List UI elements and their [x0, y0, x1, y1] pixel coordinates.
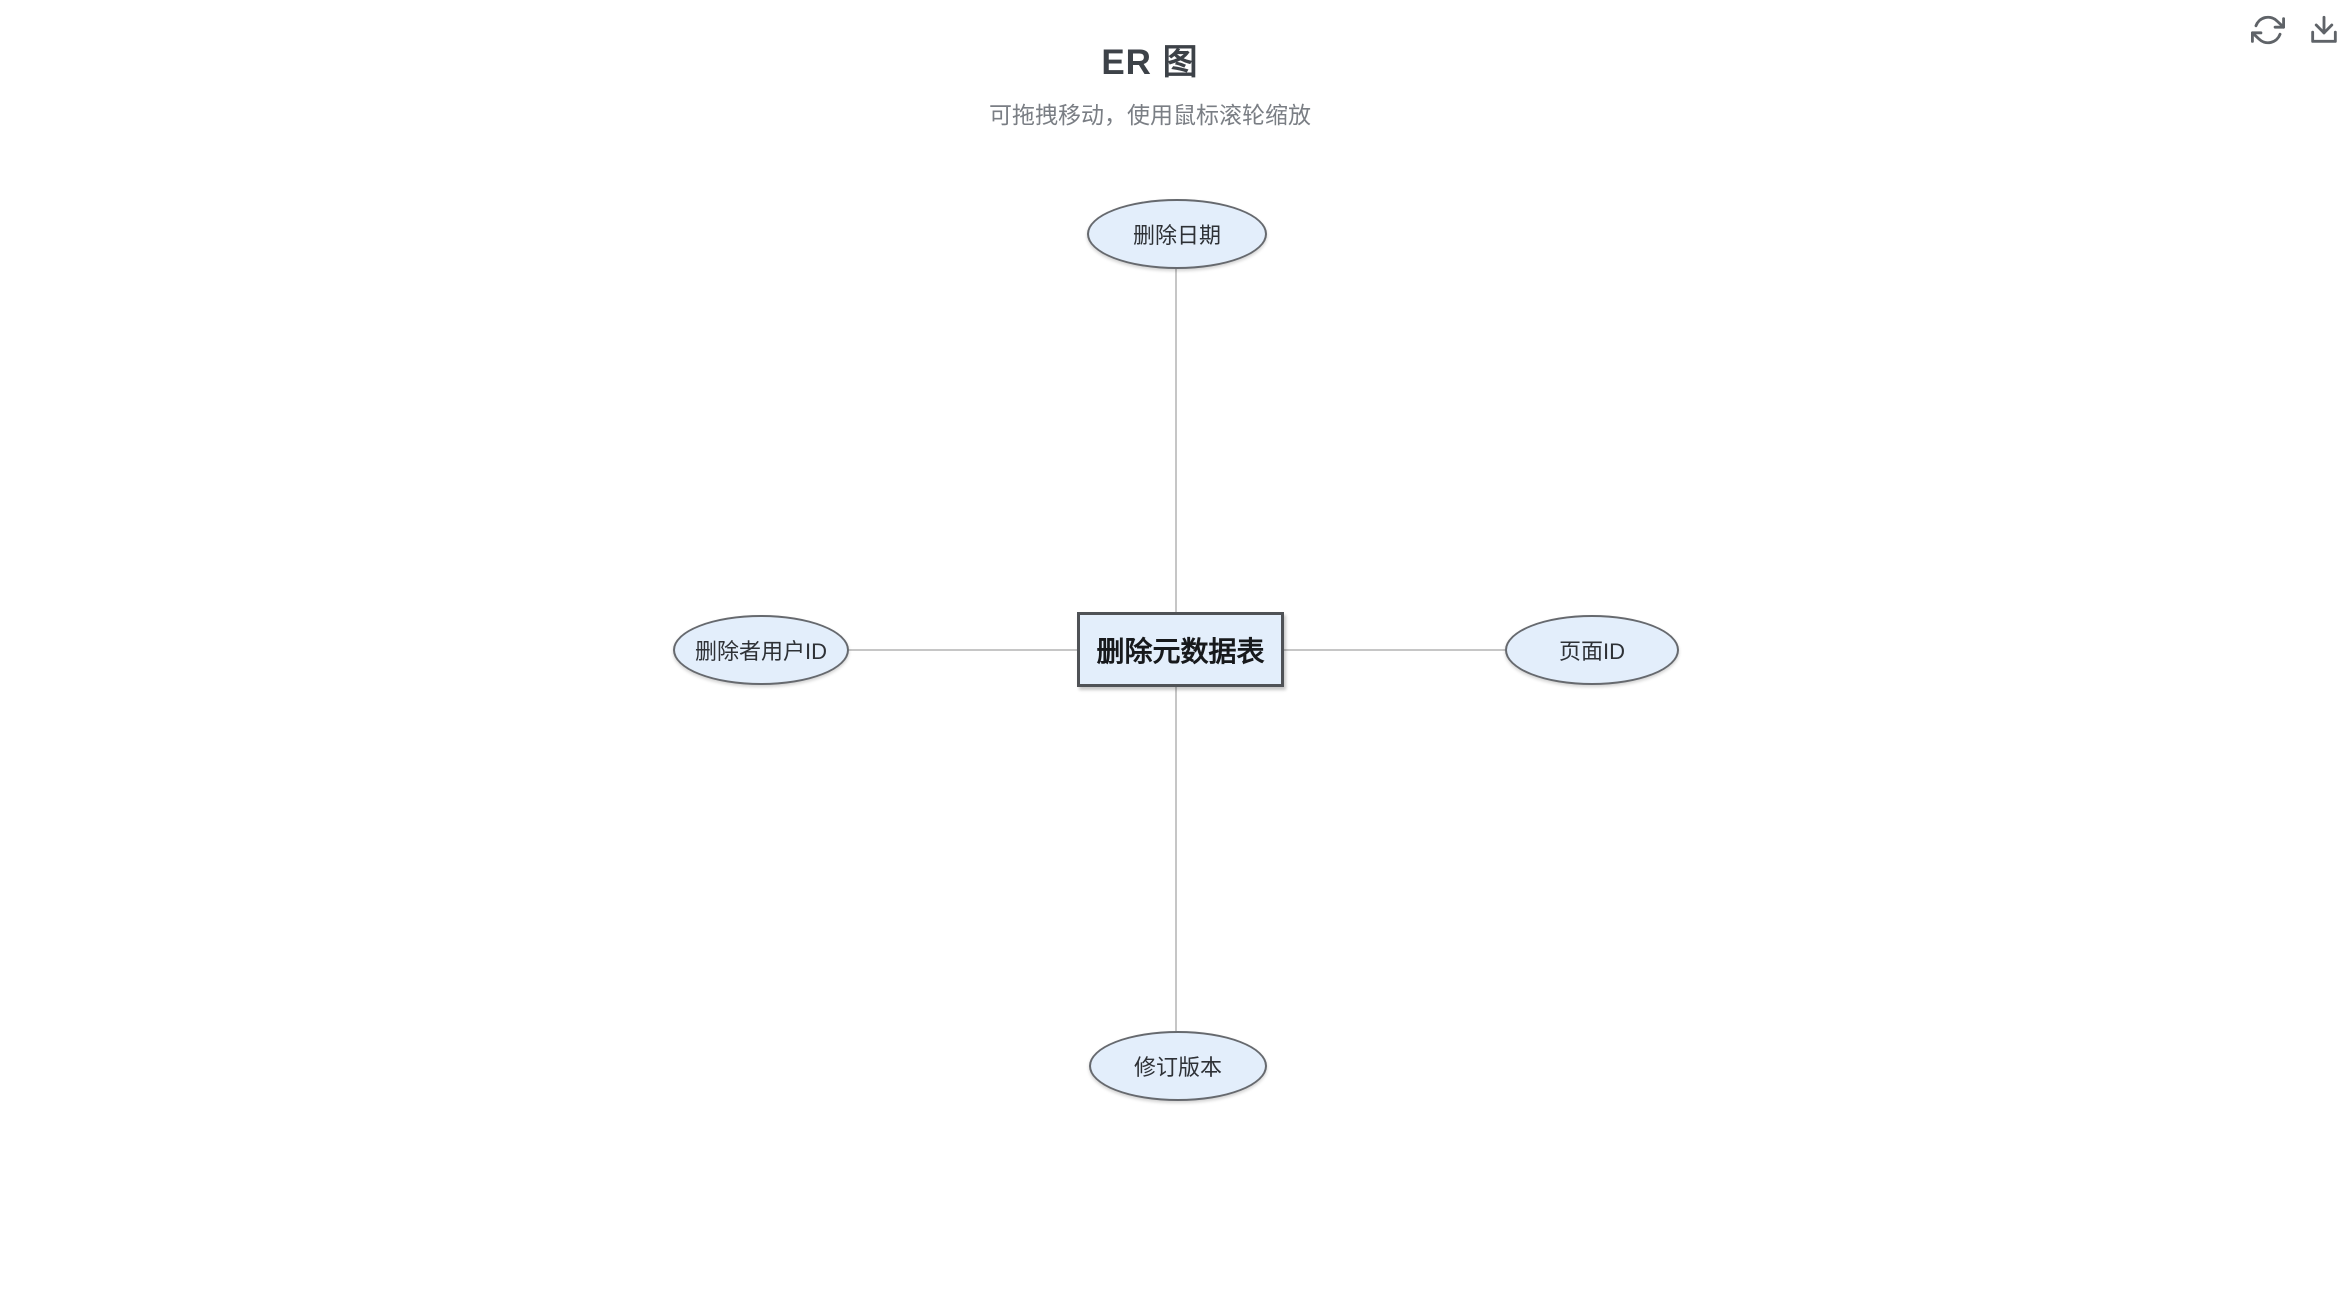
attribute-node-deleter-user-id[interactable]: 删除者用户ID: [673, 615, 849, 685]
page-subtitle: 可拖拽移动，使用鼠标滚轮缩放: [989, 102, 1311, 128]
node-label: 修订版本: [1133, 1055, 1222, 1080]
edge-entity-to-top: [1175, 268, 1177, 612]
edge-entity-to-left: [849, 649, 1077, 651]
refresh-button[interactable]: [2250, 12, 2286, 48]
entity-node-deleted-metadata-table[interactable]: 删除元数据表: [1077, 612, 1284, 687]
refresh-icon: [2251, 15, 2285, 45]
attribute-node-delete-date[interactable]: 删除日期: [1087, 199, 1267, 269]
download-button[interactable]: [2306, 12, 2342, 48]
download-icon: [2311, 15, 2337, 43]
attribute-node-revision[interactable]: 修订版本: [1089, 1031, 1267, 1101]
page-title: ER 图: [1101, 43, 1199, 82]
attribute-node-page-id[interactable]: 页面ID: [1505, 615, 1679, 685]
node-label: 删除日期: [1132, 223, 1221, 248]
node-label: 删除者用户ID: [694, 639, 827, 664]
node-label: 页面ID: [1558, 639, 1625, 664]
edge-entity-to-bottom: [1175, 687, 1177, 1031]
toolbar: [2250, 12, 2342, 48]
edge-entity-to-right: [1284, 649, 1505, 651]
node-label: 删除元数据表: [1096, 635, 1265, 667]
